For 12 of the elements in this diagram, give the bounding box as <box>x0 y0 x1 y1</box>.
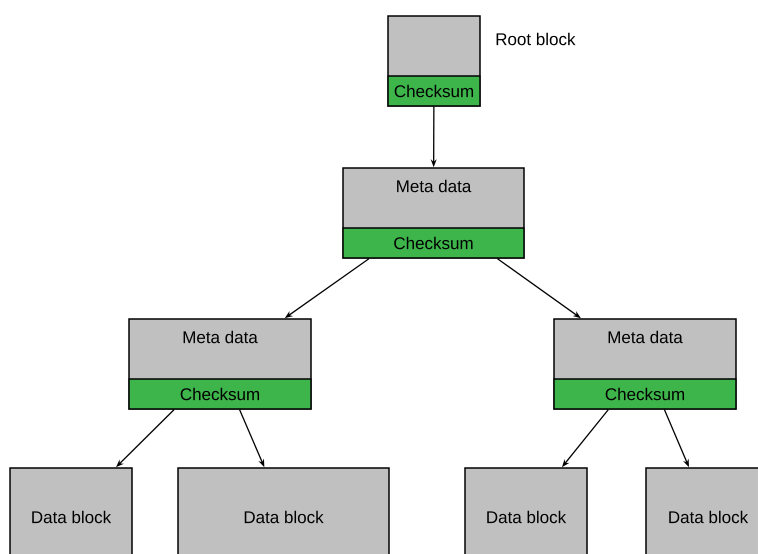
checksum-band: Checksum <box>553 378 737 410</box>
block-label: Meta data <box>184 330 258 344</box>
checksum-band: Checksum <box>387 75 481 107</box>
block-label: Meta data <box>608 330 683 344</box>
checksum-band: Checksum <box>128 378 312 410</box>
block-label: Data block <box>32 510 112 524</box>
block-caption: Root block <box>496 32 576 46</box>
checksum-band: Checksum <box>342 227 525 259</box>
block-label: Data block <box>487 510 566 524</box>
block-label: Data block <box>244 510 324 524</box>
block-label: Meta data <box>397 180 472 192</box>
block-label: Data block <box>669 510 748 524</box>
